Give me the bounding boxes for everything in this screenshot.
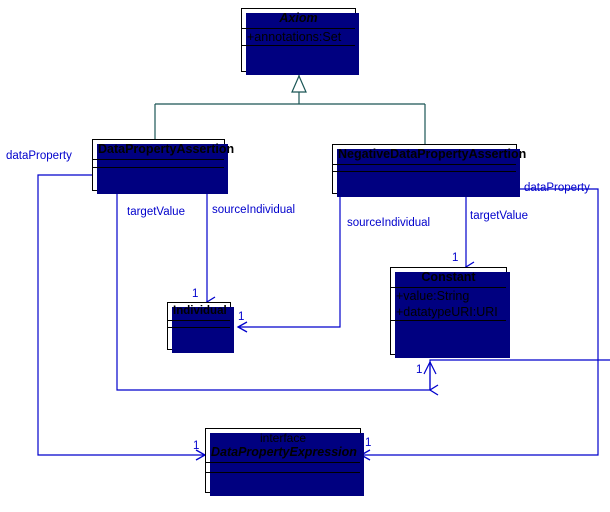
class-stereotype-data-property-expression: interface bbox=[259, 431, 307, 445]
edge-dpa-targetvalue-visible bbox=[116, 191, 437, 391]
class-box-axiom[interactable]: Axiom +annotations:Set bbox=[241, 8, 359, 75]
class-box-individual[interactable]: Individual bbox=[167, 302, 234, 353]
label-targetvalue-right: targetValue bbox=[470, 210, 528, 222]
class-attributes-constant: +value:String +datatypeURI:URI bbox=[391, 287, 506, 320]
label-dataproperty-left: dataProperty bbox=[6, 150, 72, 162]
edge-dpa-targetvalue bbox=[428, 359, 610, 396]
class-title-data-property-assertion: DataPropertyAssertion bbox=[98, 142, 235, 156]
generalization-arrowhead bbox=[291, 74, 307, 93]
class-attributes-data-property-expression bbox=[206, 462, 360, 472]
multiplicity-ndpa-targetvalue: 1 bbox=[452, 252, 459, 264]
class-title-axiom: Axiom bbox=[279, 11, 318, 25]
class-box-constant[interactable]: Constant +value:String +datatypeURI:URI bbox=[390, 267, 510, 358]
multiplicity-ndpa-sourceindividual: 1 bbox=[238, 311, 245, 323]
generalization-edges bbox=[154, 72, 426, 144]
edge-ndpa-sourceindividual bbox=[236, 194, 341, 333]
class-operations-individual bbox=[168, 327, 230, 349]
multiplicity-dpa-dataproperty: 1 bbox=[193, 440, 200, 452]
attribute-row: +value:String bbox=[396, 289, 470, 303]
multiplicity-dpa-sourceindividual: 1 bbox=[192, 288, 199, 300]
edge-dpa-dataproperty bbox=[37, 174, 207, 461]
label-sourceindividual-right: sourceIndividual bbox=[347, 217, 431, 229]
label-targetvalue-left: targetValue bbox=[127, 206, 185, 218]
class-attributes-negative-data-property-assertion bbox=[333, 164, 516, 171]
class-operations-axiom bbox=[242, 45, 355, 67]
label-dataproperty-right: dataProperty bbox=[524, 182, 590, 194]
class-title-individual: Individual bbox=[173, 305, 227, 317]
class-title-constant: Constant bbox=[421, 270, 476, 284]
class-box-data-property-expression[interactable]: interface DataPropertyExpression bbox=[205, 428, 364, 496]
class-operations-data-property-expression bbox=[206, 472, 360, 494]
class-title-data-property-expression: DataPropertyExpression bbox=[211, 445, 357, 459]
class-operations-constant bbox=[391, 320, 506, 344]
class-operations-negative-data-property-assertion bbox=[333, 171, 516, 193]
multiplicity-dpa-targetvalue: 1 bbox=[416, 364, 423, 376]
class-operations-data-property-assertion bbox=[93, 167, 224, 190]
class-box-negative-data-property-assertion[interactable]: NegativeDataPropertyAssertion bbox=[332, 144, 527, 197]
class-title-negative-data-property-assertion: NegativeDataPropertyAssertion bbox=[338, 147, 527, 161]
edge-ndpa-dataproperty bbox=[359, 188, 599, 461]
class-box-data-property-assertion[interactable]: DataPropertyAssertion bbox=[92, 139, 235, 194]
label-sourceindividual-left: sourceIndividual bbox=[212, 204, 296, 216]
class-attributes-individual bbox=[168, 320, 230, 327]
multiplicity-ndpa-dataproperty: 1 bbox=[365, 437, 372, 449]
attribute-row: +annotations:Set bbox=[247, 30, 342, 44]
attribute-row: +datatypeURI:URI bbox=[396, 305, 498, 319]
class-attributes-axiom: +annotations:Set bbox=[242, 28, 355, 45]
class-attributes-data-property-assertion bbox=[93, 159, 224, 167]
